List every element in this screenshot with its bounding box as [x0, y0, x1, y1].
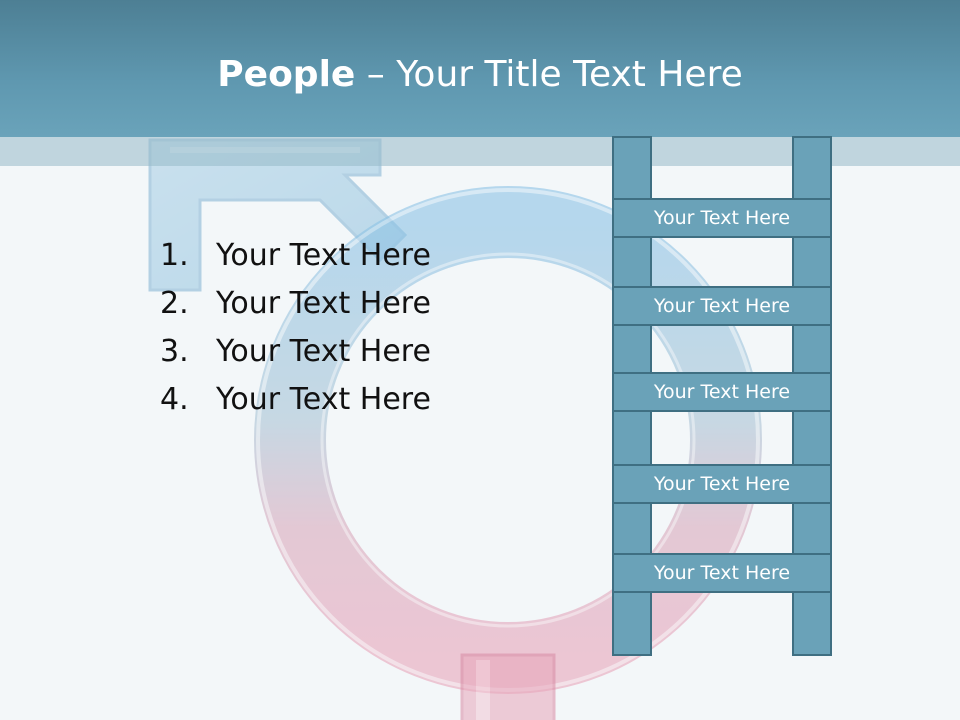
list-item: 3. Your Text Here [160, 328, 431, 376]
title-rest: – Your Title Text Here [355, 54, 743, 95]
title-bar [0, 0, 960, 137]
list-item: 1. Your Text Here [160, 232, 431, 280]
list-number: 2. [160, 286, 189, 321]
ladder-rung: Your Text Here [612, 553, 832, 593]
list-number: 4. [160, 382, 189, 417]
numbered-list: 1. Your Text Here 2. Your Text Here 3. Your… [160, 232, 431, 424]
list-text: Your Text Here [216, 238, 431, 273]
ladder-rung: Your Text Here [612, 372, 832, 412]
list-text: Your Text Here [216, 286, 431, 321]
list-text: Your Text Here [216, 334, 431, 369]
list-number: 1. [160, 238, 189, 273]
slide-title: People – Your Title Text Here [0, 52, 960, 98]
ladder-rung: Your Text Here [612, 198, 832, 238]
title-bold: People [217, 54, 356, 95]
list-number: 3. [160, 334, 189, 369]
list-text: Your Text Here [216, 382, 431, 417]
ladder-rung: Your Text Here [612, 286, 832, 326]
ladder-rung: Your Text Here [612, 464, 832, 504]
list-item: 2. Your Text Here [160, 280, 431, 328]
list-item: 4. Your Text Here [160, 376, 431, 424]
